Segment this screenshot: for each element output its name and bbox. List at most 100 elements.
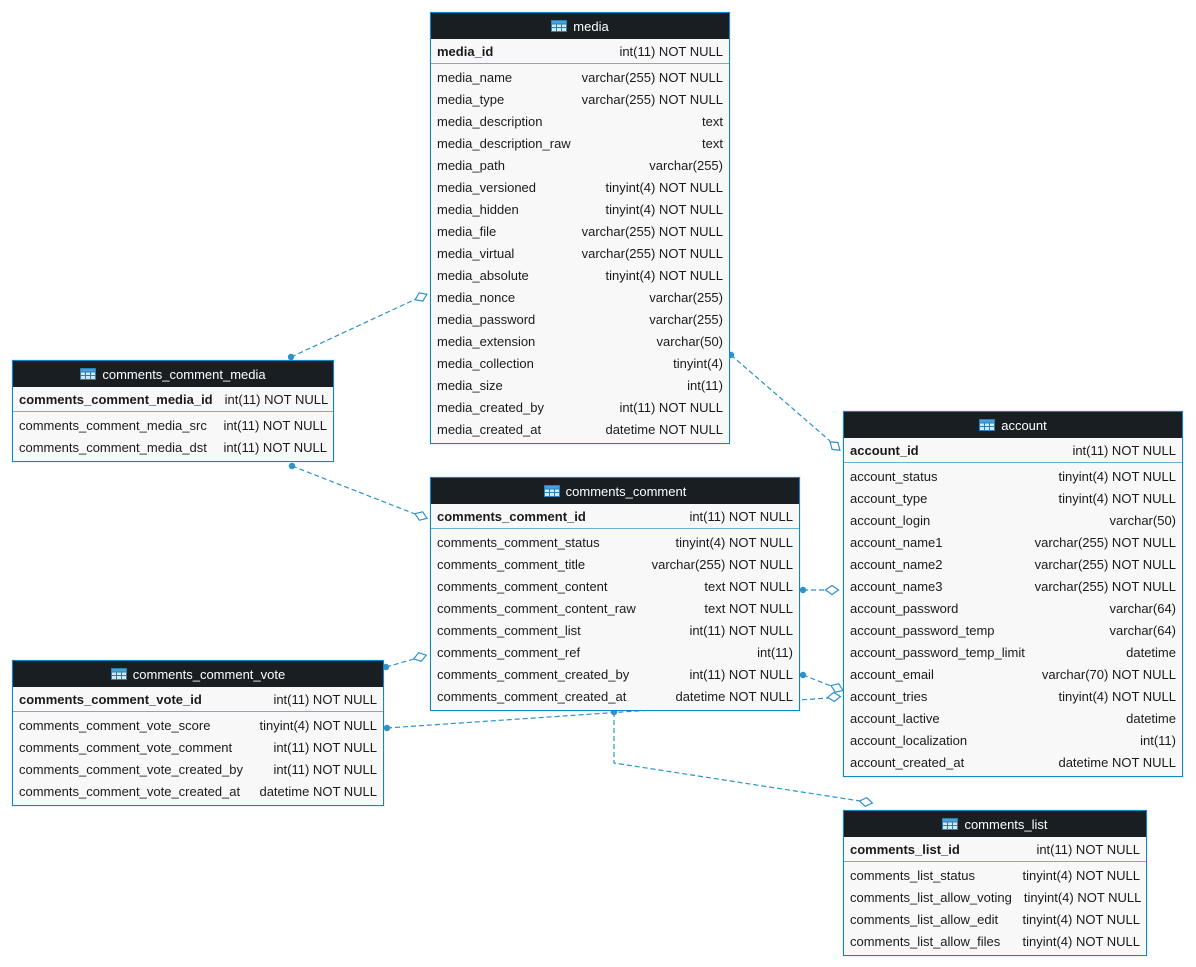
column-type: tinyint(4) NOT NULL [1022, 933, 1140, 949]
column-type: int(11) NOT NULL [1072, 442, 1176, 458]
column-name: account_password_temp [850, 622, 995, 638]
pk-separator [13, 411, 333, 412]
column-type: tinyint(4) NOT NULL [1058, 490, 1176, 506]
pk-separator [431, 528, 799, 529]
column-type: text NOT NULL [704, 600, 793, 616]
relationship-comments_comment-account-2[interactable] [799, 671, 845, 695]
column-name: comments_list_status [850, 867, 975, 883]
column-name: media_hidden [437, 201, 519, 217]
column-row: comments_list_status tinyint(4) NOT NULL [844, 864, 1146, 886]
column-type: varchar(255) NOT NULL [581, 223, 723, 239]
pk-separator [844, 861, 1146, 862]
column-type: datetime NOT NULL [1058, 754, 1176, 770]
column-name: comments_list_allow_files [850, 933, 1001, 949]
column-type: varchar(255) NOT NULL [581, 245, 723, 261]
column-name: media_nonce [437, 289, 516, 305]
table-header[interactable]: comments_comment_vote [13, 661, 383, 687]
column-name: comments_comment_status [437, 534, 600, 550]
column-name: media_path [437, 157, 505, 173]
column-row: comments_comment_content_raw text NOT NUL… [431, 597, 799, 619]
relationship-comments_comment-account[interactable] [799, 584, 840, 596]
column-name: account_password [850, 600, 959, 616]
column-name: comments_list_id [850, 841, 960, 857]
table-header[interactable]: media [431, 13, 729, 39]
table-title: comments_comment_vote [132, 666, 286, 682]
column-type: tinyint(4) NOT NULL [605, 201, 723, 217]
column-type: datetime NOT NULL [675, 688, 793, 704]
column-type: int(11) NOT NULL [223, 439, 327, 455]
table-icon [110, 668, 127, 680]
column-type: varchar(255) [649, 289, 723, 305]
column-type: int(11) [687, 377, 723, 393]
column-row: comments_comment_vote_id int(11) NOT NULL [13, 687, 383, 711]
column-type: tinyint(4) NOT NULL [1022, 867, 1140, 883]
column-type: text [702, 113, 723, 129]
column-name: comments_comment_vote_id [19, 691, 202, 707]
column-name: comments_list_allow_edit [850, 911, 999, 927]
column-type: int(11) NOT NULL [273, 691, 377, 707]
column-name: media_size [437, 377, 503, 393]
table-header[interactable]: comments_comment [431, 478, 799, 504]
column-type: varchar(255) NOT NULL [581, 91, 723, 107]
column-type: int(11) [1140, 732, 1176, 748]
relationship-comments_comment-comments_list[interactable] [610, 708, 874, 808]
column-name: comments_comment_ref [437, 644, 581, 660]
table-header[interactable]: comments_list [844, 811, 1146, 837]
column-type: int(11) NOT NULL [273, 739, 377, 755]
column-name: account_tries [850, 688, 928, 704]
column-type: tinyint(4) NOT NULL [605, 267, 723, 283]
column-name: comments_comment_media_id [19, 391, 213, 407]
column-type: text [702, 135, 723, 151]
column-name: account_email [850, 666, 934, 682]
column-name: account_login [850, 512, 931, 528]
table-comments-comment-vote[interactable]: comments_comment_vote comments_comment_vo… [12, 660, 384, 806]
column-type: varchar(255) NOT NULL [651, 556, 793, 572]
column-name: comments_comment_content_raw [437, 600, 636, 616]
table-header[interactable]: account [844, 412, 1182, 438]
relationship-comments_comment_media-media[interactable] [287, 290, 429, 361]
relationship-comments_comment_vote-comments_comment[interactable] [382, 651, 428, 671]
column-name: media_created_at [437, 421, 542, 437]
column-type: int(11) NOT NULL [689, 666, 793, 682]
column-type: varchar(255) [649, 311, 723, 327]
column-row: media_hidden tinyint(4) NOT NULL [431, 198, 729, 220]
column-row: media_size int(11) [431, 374, 729, 396]
table-icon [942, 818, 959, 830]
column-name: media_name [437, 69, 513, 85]
table-header[interactable]: comments_comment_media [13, 361, 333, 387]
relationship-media-account[interactable] [727, 351, 843, 454]
column-type: tinyint(4) NOT NULL [1058, 688, 1176, 704]
column-row: comments_list_allow_files tinyint(4) NOT … [844, 930, 1146, 952]
column-type: int(11) NOT NULL [619, 43, 723, 59]
table-comments-comment-media[interactable]: comments_comment_media comments_comment_m… [12, 360, 334, 462]
relationship-comments_comment_media-comments_comment[interactable] [288, 462, 429, 523]
table-title: account [1001, 417, 1047, 433]
column-type: varchar(70) NOT NULL [1041, 666, 1176, 682]
